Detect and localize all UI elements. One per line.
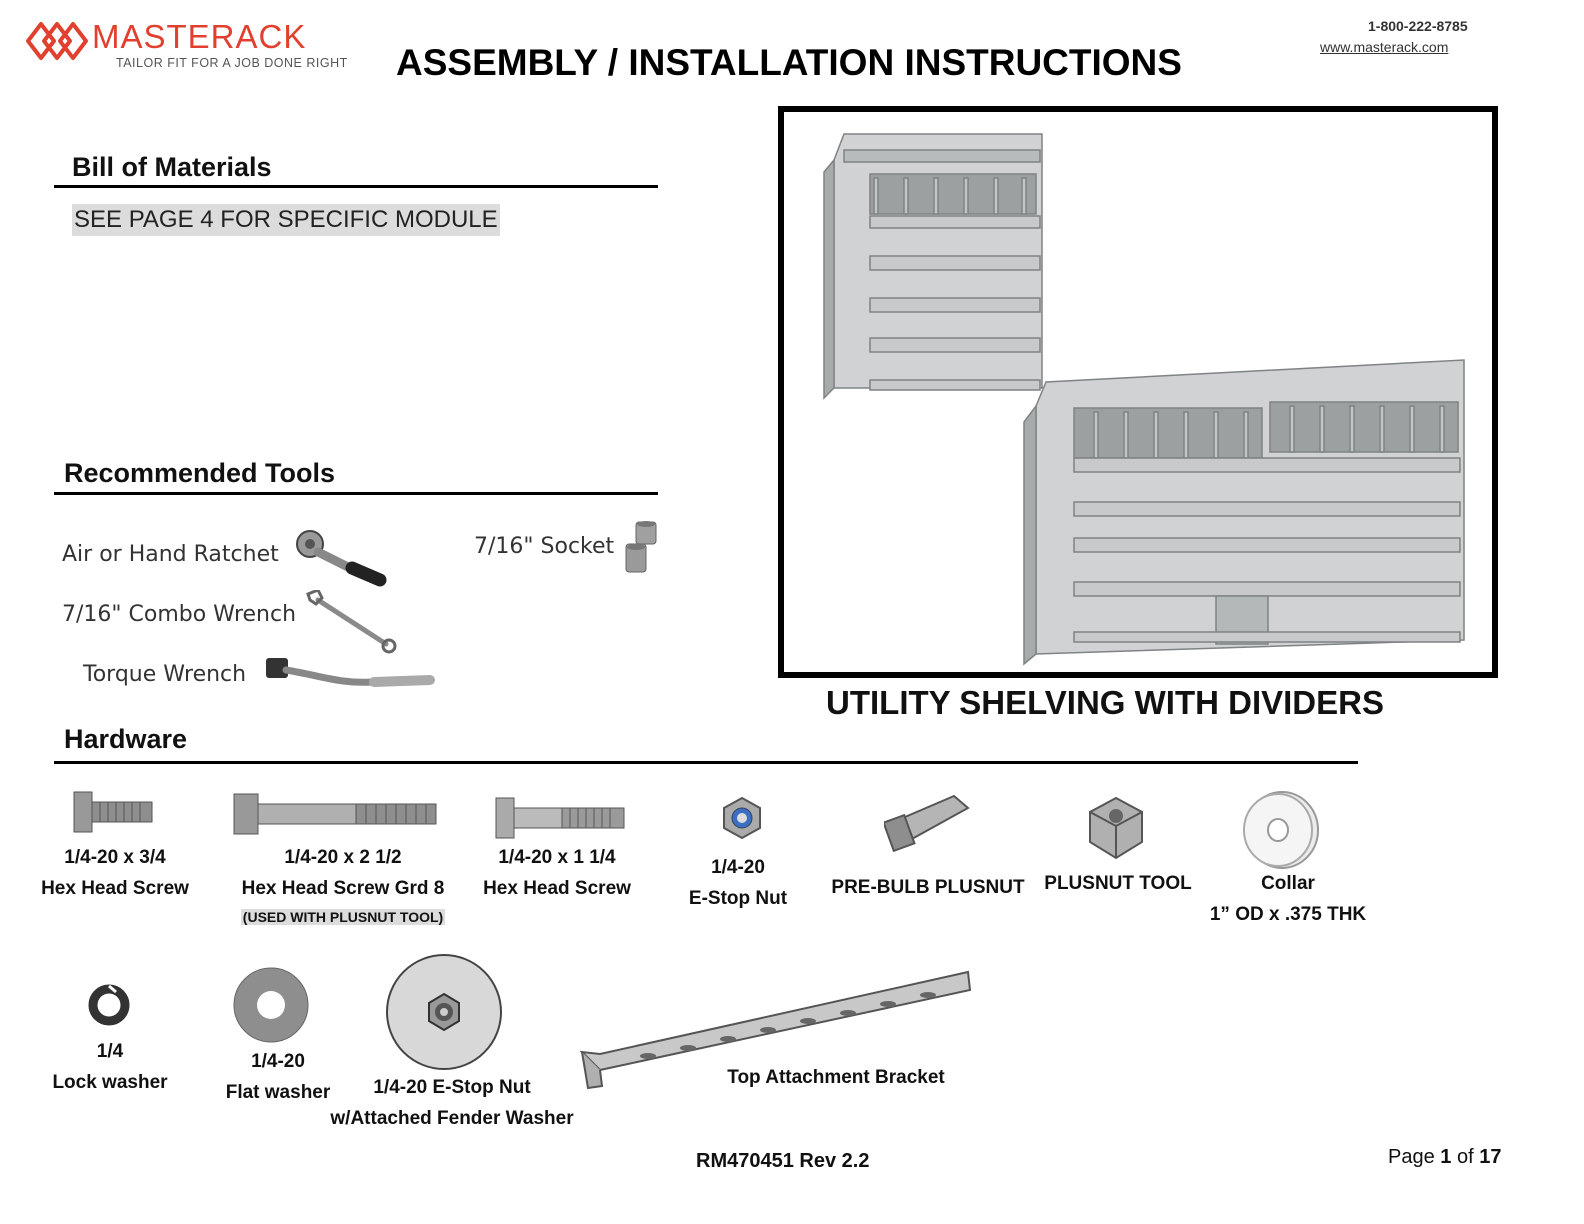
hw-desc: PLUSNUT TOOL: [1044, 873, 1192, 894]
hw-label-flat-washer: 1/4-20 Flat washer: [208, 1046, 348, 1108]
hw-label-hex-screw-3-4: 1/4-20 x 3/4 Hex Head Screw: [24, 842, 206, 904]
hardware-rule: [54, 761, 1358, 764]
masterack-logo-icon: [26, 22, 88, 60]
combo-wrench-icon: [306, 590, 397, 654]
tool-label-torque-wrench: Torque Wrench: [83, 662, 247, 687]
lock-washer-icon: [88, 984, 130, 1026]
hw-desc: Collar: [1261, 873, 1315, 894]
brand-tagline: TAILOR FIT FOR A JOB DONE RIGHT: [116, 56, 348, 70]
torque-wrench-icon: [266, 658, 435, 687]
flat-washer-icon: [233, 967, 309, 1043]
phone-number: 1-800-222-8785: [1368, 18, 1468, 34]
hw-desc: Hex Head Screw: [483, 878, 631, 899]
hw-label-hex-screw-1-1-4: 1/4-20 x 1 1/4 Hex Head Screw: [466, 842, 648, 904]
product-caption: UTILITY SHELVING WITH DIVIDERS: [826, 684, 1384, 721]
page-word: Page: [1388, 1146, 1435, 1168]
hw-label-top-attachment-bracket: Top Attachment Bracket: [716, 1062, 956, 1093]
hw-desc: Lock washer: [52, 1072, 168, 1093]
fender-washer-nut-icon: [386, 954, 502, 1070]
hardware-heading: Hardware: [64, 724, 188, 754]
hw-desc: w/Attached Fender Washer: [330, 1108, 574, 1129]
doc-number: RM470451 Rev 2.2: [696, 1150, 870, 1172]
page-current: 1: [1440, 1146, 1452, 1168]
pre-bulb-plusnut-icon: [884, 794, 970, 852]
brand-name: MASTERACK: [92, 18, 307, 55]
hw-desc: E-Stop Nut: [688, 888, 788, 909]
hw-desc: PRE-BULB PLUSNUT: [831, 877, 1025, 898]
e-stop-nut-icon: [723, 796, 761, 840]
hw-desc: Hex Head Screw: [41, 878, 189, 899]
utility-shelving-illustration: [823, 133, 1465, 666]
bom-rule: [54, 185, 658, 188]
hw-note-plusnut-tool: (USED WITH PLUSNUT TOOL): [240, 909, 446, 925]
hw-size: 1/4: [96, 1041, 124, 1062]
page-indicator: Page 1 of 17: [1388, 1146, 1501, 1169]
hw-desc: Top Attachment Bracket: [727, 1067, 945, 1088]
website-link[interactable]: www.masterack.com: [1320, 39, 1449, 55]
hex-screw-short-icon: [73, 791, 153, 833]
hw-size: 1/4-20 x 3/4: [64, 847, 166, 868]
hw-label-fender-washer-nut: 1/4-20 E-Stop Nut w/Attached Fender Wash…: [320, 1072, 584, 1134]
tool-label-ratchet: Air or Hand Ratchet: [62, 542, 279, 567]
hw-label-hex-screw-2-1-2: 1/4-20 x 2 1/2 Hex Head Screw Grd 8 (USE…: [228, 842, 458, 928]
top-attachment-bracket-icon: [579, 970, 972, 1090]
socket-icon: [625, 521, 657, 573]
tool-label-socket: 7/16" Socket: [474, 534, 615, 559]
hw-size: 1/4-20: [251, 1051, 305, 1072]
brand-logo: MASTERACK TAILOR FIT FOR A JOB DONE RIGH…: [24, 18, 384, 74]
hw-label-pre-bulb-plusnut: PRE-BULB PLUSNUT: [828, 872, 1028, 903]
page-of: of: [1456, 1146, 1474, 1168]
page-total: 17: [1479, 1146, 1502, 1168]
hw-desc: Hex Head Screw Grd 8: [241, 878, 445, 899]
bom-heading: Bill of Materials: [72, 152, 272, 182]
hw-size: 1/4-20: [711, 857, 765, 878]
hex-screw-medium-icon: [495, 797, 625, 839]
tools-heading: Recommended Tools: [64, 458, 336, 488]
hw-size: 1/4-20 x 2 1/2: [284, 847, 402, 868]
hex-screw-long-icon: [233, 793, 437, 835]
tool-label-combo-wrench: 7/16" Combo Wrench: [62, 602, 297, 627]
hw-label-collar: Collar 1” OD x .375 THK: [1200, 868, 1376, 930]
product-image-frame: [778, 106, 1498, 678]
plusnut-tool-icon: [1089, 796, 1143, 860]
hw-label-lock-washer: 1/4 Lock washer: [40, 1036, 180, 1098]
tools-rule: [54, 492, 658, 495]
bom-note: SEE PAGE 4 FOR SPECIFIC MODULE: [72, 204, 500, 236]
hw-label-plusnut-tool: PLUSNUT TOOL: [1040, 868, 1196, 899]
hw-size: 1/4-20 x 1 1/4: [498, 847, 616, 868]
ratchet-icon: [296, 530, 387, 587]
collar-icon: [1243, 791, 1319, 869]
hw-desc: Flat washer: [225, 1082, 331, 1103]
hw-size: 1/4-20 E-Stop Nut: [373, 1077, 531, 1098]
page-title: ASSEMBLY / INSTALLATION INSTRUCTIONS: [396, 42, 1182, 83]
hw-size: 1” OD x .375 THK: [1209, 904, 1367, 925]
hw-label-e-stop-nut: 1/4-20 E-Stop Nut: [668, 852, 808, 914]
